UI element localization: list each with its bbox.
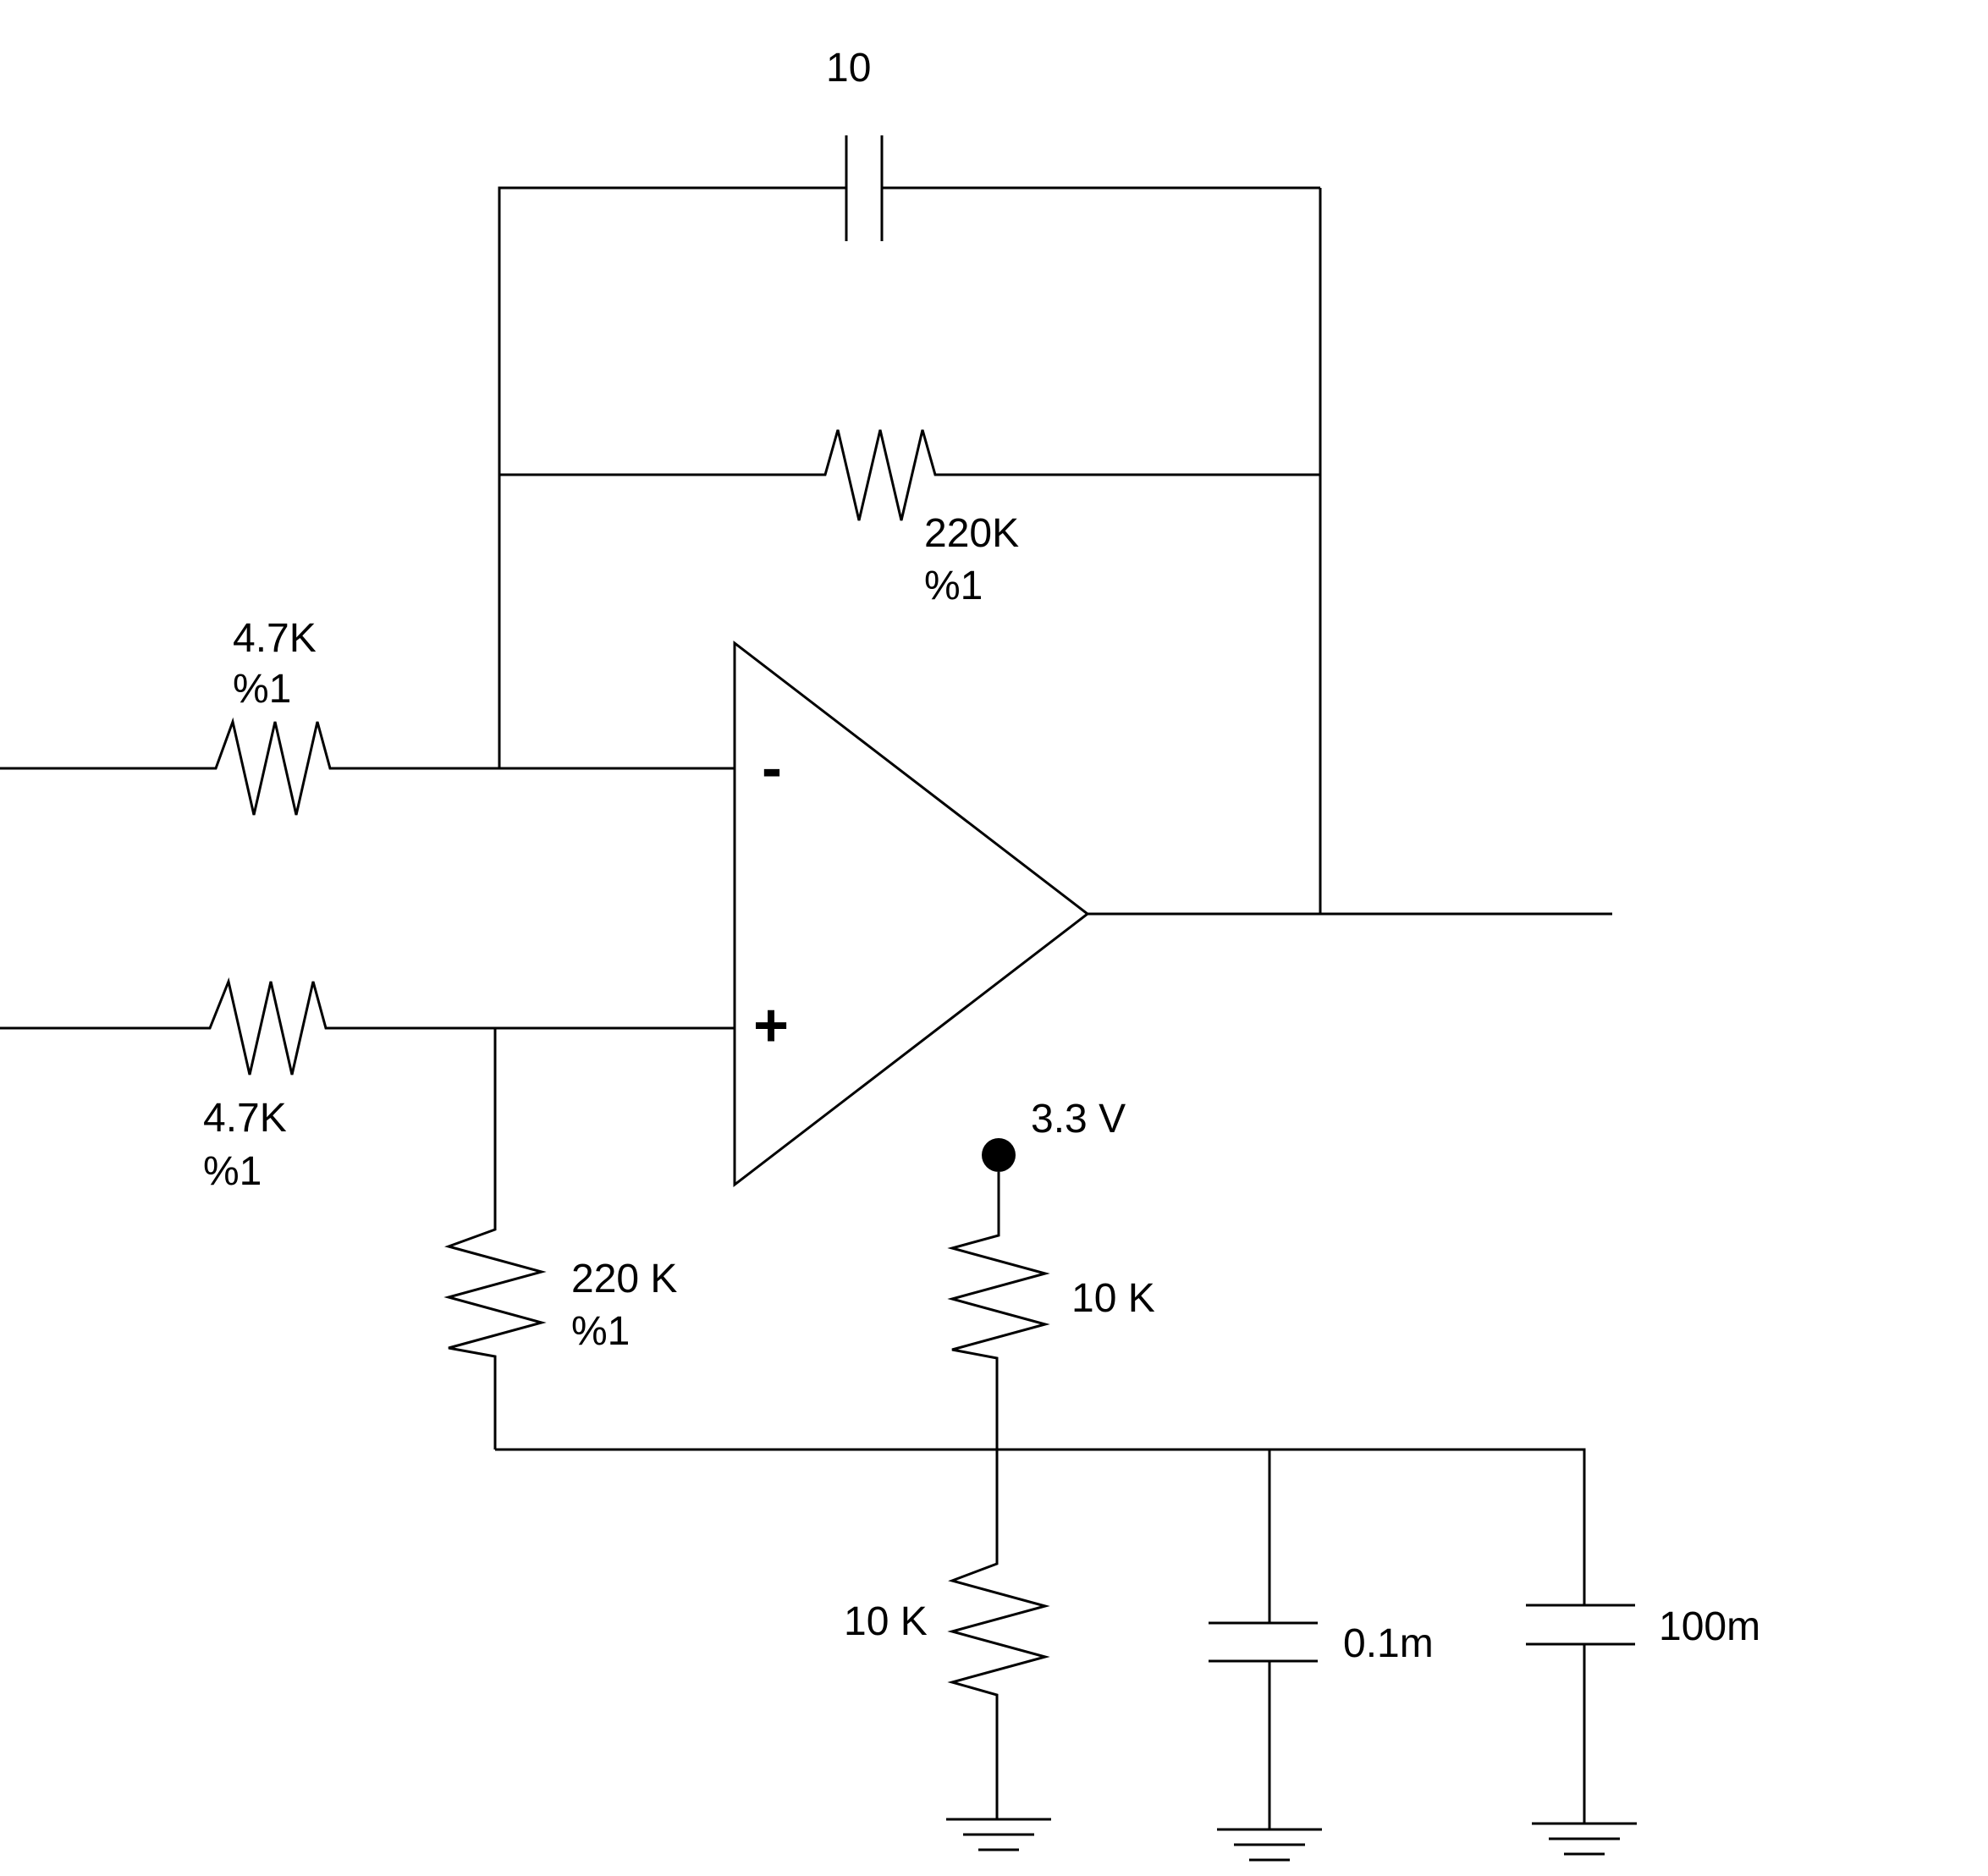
noninverting-input-resistor	[0, 977, 735, 1076]
reference-bus	[495, 1448, 1586, 1605]
noninverting-bias-resistor	[443, 1028, 547, 1450]
supply-node-dot	[982, 1138, 1016, 1172]
divider-bottom-resistor-value: 10 K	[844, 1599, 928, 1644]
decoupling-capacitor-small-value: 0.1m	[1343, 1621, 1434, 1666]
feedback-resistor	[499, 429, 1320, 521]
decoupling-capacitor-small	[1209, 1450, 1318, 1829]
inverting-input-resistor	[0, 717, 735, 816]
noninverting-input-resistor-value: 4.7K	[203, 1096, 287, 1141]
divider-top-resistor	[947, 1172, 1050, 1450]
feedback-capacitor	[498, 135, 1320, 241]
divider-top-resistor-value: 10 K	[1071, 1276, 1155, 1321]
feedback-resistor-value: 220K	[924, 511, 1019, 556]
inverting-input-resistor-tolerance: %1	[233, 667, 291, 712]
ground-symbol-divider	[946, 1818, 1051, 1851]
inverting-input-resistor-value: 4.7K	[233, 616, 317, 661]
op-amp-noninverting-sign: +	[753, 992, 789, 1059]
decoupling-capacitor-large-value: 100m	[1659, 1604, 1760, 1649]
ground-symbol-large-capacitor	[1532, 1822, 1637, 1856]
op-amp-inverting-sign: -	[762, 734, 782, 802]
ground-symbol-small-capacitor	[1217, 1828, 1322, 1862]
supply-voltage-label: 3.3 V	[1031, 1097, 1126, 1142]
op-amp	[733, 640, 1090, 1188]
divider-bottom-resistor	[947, 1450, 1050, 1819]
noninverting-bias-resistor-tolerance: %1	[571, 1309, 630, 1354]
noninverting-bias-resistor-value: 220 K	[571, 1257, 677, 1301]
feedback-capacitor-value: 10	[826, 46, 871, 91]
noninverting-input-resistor-tolerance: %1	[203, 1149, 262, 1194]
feedback-resistor-tolerance: %1	[924, 564, 983, 608]
decoupling-capacitor-large	[1526, 1604, 1635, 1824]
